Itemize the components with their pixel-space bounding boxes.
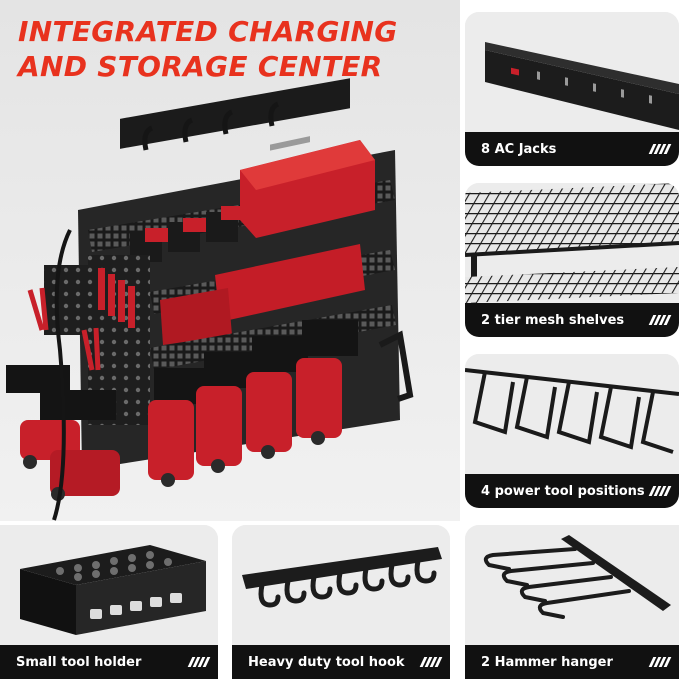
caption-tool-hook: Heavy duty tool hook [248, 654, 405, 670]
feature-panel-hammer-hanger: 2 Hammer hanger [465, 525, 679, 679]
stripes-icon [187, 657, 211, 667]
caption-bar: 8 AC Jacks [465, 132, 679, 166]
caption-bar: Small tool holder [0, 645, 218, 679]
headline-line-2: AND STORAGE CENTER [18, 50, 383, 83]
mesh-shelf-icon [465, 183, 679, 303]
feature-panel-tool-hook: Heavy duty tool hook [232, 525, 450, 679]
headline-line-1: INTEGRATED CHARGING [18, 15, 398, 48]
stripes-icon [648, 486, 672, 496]
caption-mesh-shelves: 2 tier mesh shelves [481, 312, 625, 328]
caption-power-tool-positions: 4 power tool positions [481, 483, 645, 499]
hammer-hook [378, 330, 414, 402]
power-cord [52, 229, 72, 521]
caption-hammer-hanger: 2 Hammer hanger [481, 654, 613, 670]
caption-ac-jacks: 8 AC Jacks [481, 141, 557, 157]
stripes-icon [648, 315, 672, 325]
red-toolbox [240, 136, 375, 238]
power-strip-icon [465, 12, 679, 132]
caption-bar: 4 power tool positions [465, 474, 679, 508]
hammer-hanger-icon [465, 525, 679, 645]
caption-small-tool-holder: Small tool holder [16, 654, 142, 670]
storage-rack-illustration [6, 78, 414, 521]
stripes-icon [648, 144, 672, 154]
tool-cases [160, 244, 365, 345]
tool-holder-icon [0, 525, 218, 645]
small-tool-holder [44, 265, 90, 335]
screwdrivers [98, 268, 135, 328]
feature-panel-power-tool-positions: 4 power tool positions [465, 354, 679, 508]
stripes-icon [648, 657, 672, 667]
caption-bar: Heavy duty tool hook [232, 645, 450, 679]
pliers [27, 287, 101, 371]
tool-hook-icon [232, 525, 450, 645]
hero-image: INTEGRATED CHARGING AND STORAGE CENTER [0, 0, 460, 521]
stripes-icon [419, 657, 443, 667]
caption-bar: 2 Hammer hanger [465, 645, 679, 679]
feature-panel-small-tool-holder: Small tool holder [0, 525, 218, 679]
feature-panel-mesh-shelves: 2 tier mesh shelves [465, 183, 679, 337]
feature-panel-ac-jacks: 8 AC Jacks [465, 12, 679, 166]
power-strip [120, 78, 350, 151]
caption-bar: 2 tier mesh shelves [465, 303, 679, 337]
headline: INTEGRATED CHARGING AND STORAGE CENTER [18, 14, 398, 84]
tool-rail-icon [465, 354, 679, 474]
battery-chargers [130, 206, 247, 262]
